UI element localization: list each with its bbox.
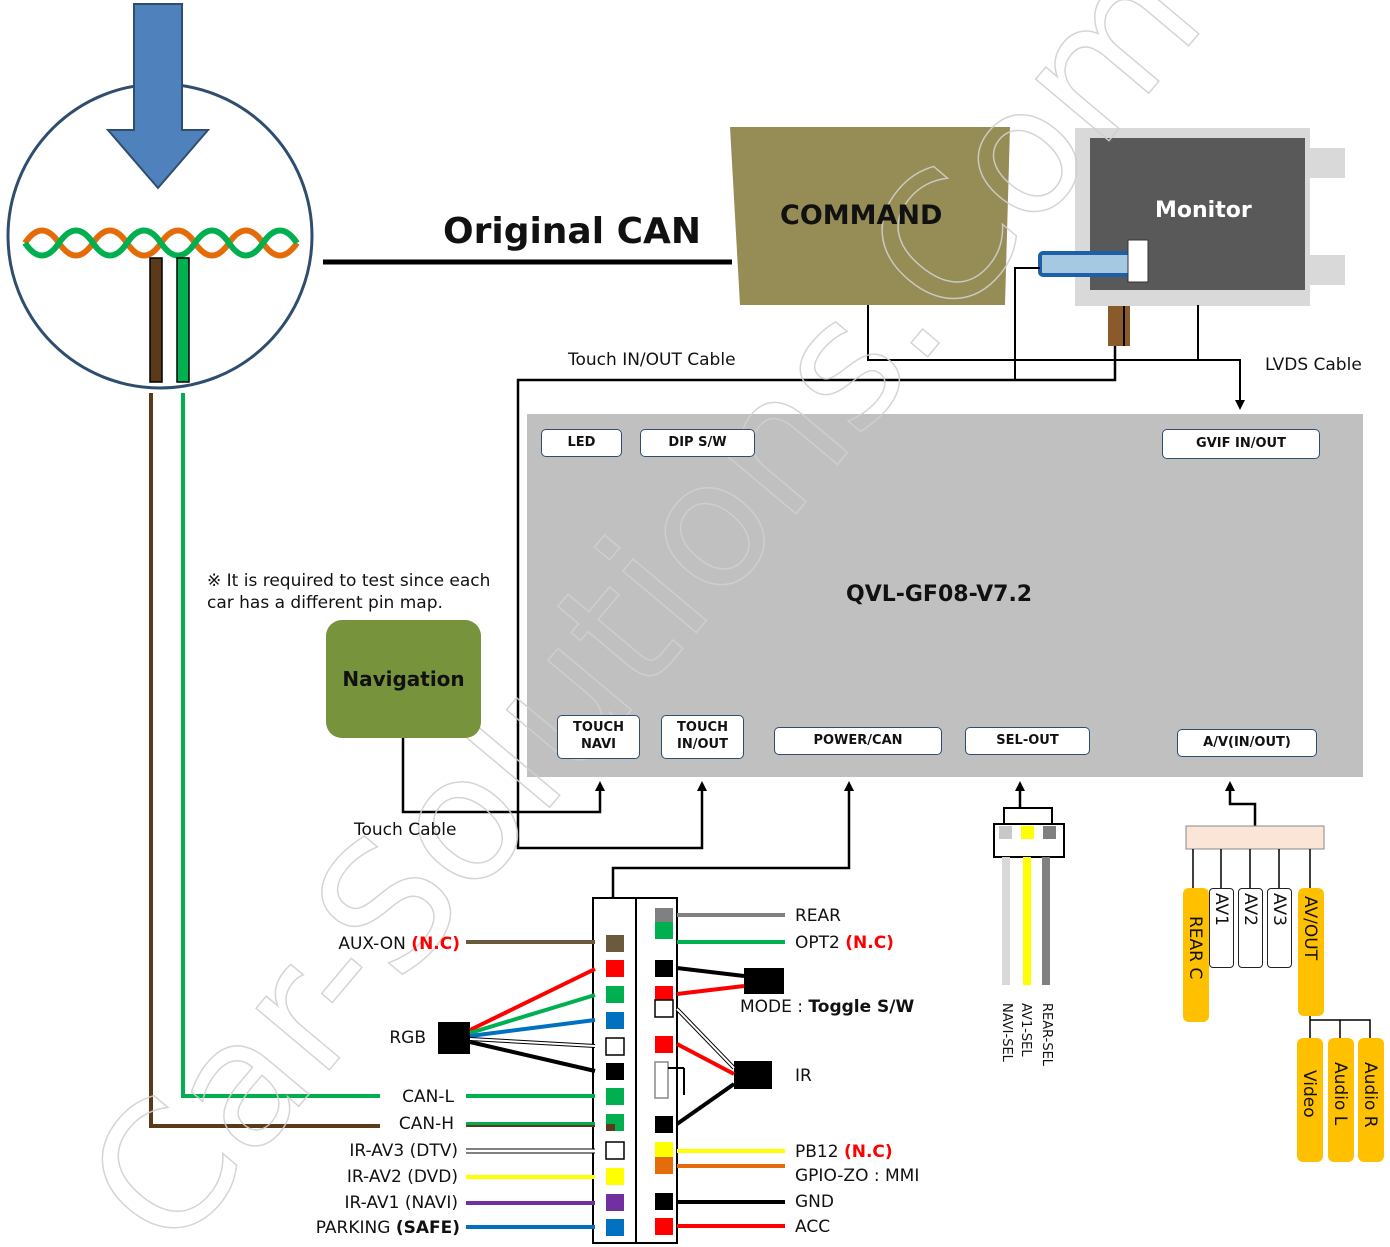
original-can-label: Original CAN bbox=[443, 211, 702, 252]
down-arrow bbox=[105, 3, 211, 190]
ir-av1-label: IR-AV1 (NAVI) bbox=[344, 1193, 458, 1213]
port-dip-switch: DIP S/W bbox=[640, 429, 755, 457]
av2-cable bbox=[1238, 888, 1263, 968]
av-out-label: AV/OUT bbox=[1300, 896, 1320, 961]
can-l-label: CAN-L bbox=[402, 1087, 454, 1107]
navi-sel-label: NAVI-SEL bbox=[999, 1003, 1014, 1062]
audio-r-cable bbox=[1358, 1038, 1384, 1162]
lvds-cable-label: LVDS Cable bbox=[1265, 355, 1362, 375]
can-h-label: CAN-H bbox=[398, 1114, 454, 1134]
rear-c-cable bbox=[1183, 888, 1209, 1022]
port-sel-out: SEL-OUT bbox=[965, 727, 1090, 755]
av3-label: AV3 bbox=[1269, 893, 1289, 926]
rear-sel-label: REAR-SEL bbox=[1039, 1003, 1054, 1067]
navigation-unit: Navigation bbox=[326, 620, 481, 738]
port-touch-inout: TOUCH IN/OUT bbox=[661, 715, 744, 759]
av1-cable bbox=[1209, 888, 1234, 968]
audio-l-label: Audio L bbox=[1330, 1062, 1350, 1126]
port-touch-navi: TOUCH NAVI bbox=[557, 715, 640, 759]
audio-r-label: Audio R bbox=[1360, 1062, 1380, 1128]
pb12-label: PB12 (N.C) bbox=[795, 1142, 893, 1162]
ir-av3-label: IR-AV3 (DTV) bbox=[349, 1141, 458, 1161]
audio-l-cable bbox=[1328, 1038, 1354, 1162]
ir-label: IR bbox=[795, 1066, 812, 1086]
av2-label: AV2 bbox=[1240, 893, 1260, 926]
av1-label: AV1 bbox=[1211, 893, 1231, 926]
video-label: Video bbox=[1299, 1070, 1319, 1118]
av3-cable bbox=[1267, 888, 1292, 968]
aux-on-label: AUX-ON (N.C) bbox=[338, 934, 460, 954]
monitor-connector bbox=[1108, 306, 1130, 346]
av1-sel-label: AV1-SEL bbox=[1018, 1003, 1033, 1057]
monitor-label: Monitor bbox=[1155, 198, 1252, 223]
mode-label: MODE : Toggle S/W bbox=[740, 997, 915, 1017]
navigation-label: Navigation bbox=[342, 667, 465, 691]
touch-cable-label: Touch Cable bbox=[354, 820, 457, 840]
pin-map-note: ※ It is required to test since each car … bbox=[207, 571, 491, 614]
acc-label: ACC bbox=[795, 1217, 831, 1237]
command-unit bbox=[730, 127, 1010, 305]
rear-label: REAR bbox=[795, 906, 841, 926]
gpio-label: GPIO-ZO : MMI bbox=[795, 1166, 920, 1186]
port-gvif: GVIF IN/OUT bbox=[1162, 429, 1320, 459]
rear-c-label: REAR C bbox=[1185, 916, 1205, 980]
video-cable bbox=[1297, 1038, 1323, 1162]
opt2-label: OPT2 (N.C) bbox=[795, 933, 894, 953]
gnd-label: GND bbox=[795, 1192, 834, 1212]
command-label: COMMAND bbox=[780, 200, 943, 231]
port-av-inout: A/V(IN/OUT) bbox=[1177, 729, 1317, 757]
rgb-label: RGB bbox=[389, 1028, 426, 1048]
av-out-cable bbox=[1298, 888, 1324, 1016]
module-name: QVL-GF08-V7.2 bbox=[846, 582, 1033, 607]
ir-av2-label: IR-AV2 (DVD) bbox=[346, 1167, 458, 1187]
port-power-can: POWER/CAN bbox=[774, 727, 942, 755]
touch-inout-cable-label: Touch IN/OUT Cable bbox=[568, 350, 736, 370]
port-led: LED bbox=[541, 429, 622, 457]
parking-label: PARKING (SAFE) bbox=[315, 1218, 460, 1238]
